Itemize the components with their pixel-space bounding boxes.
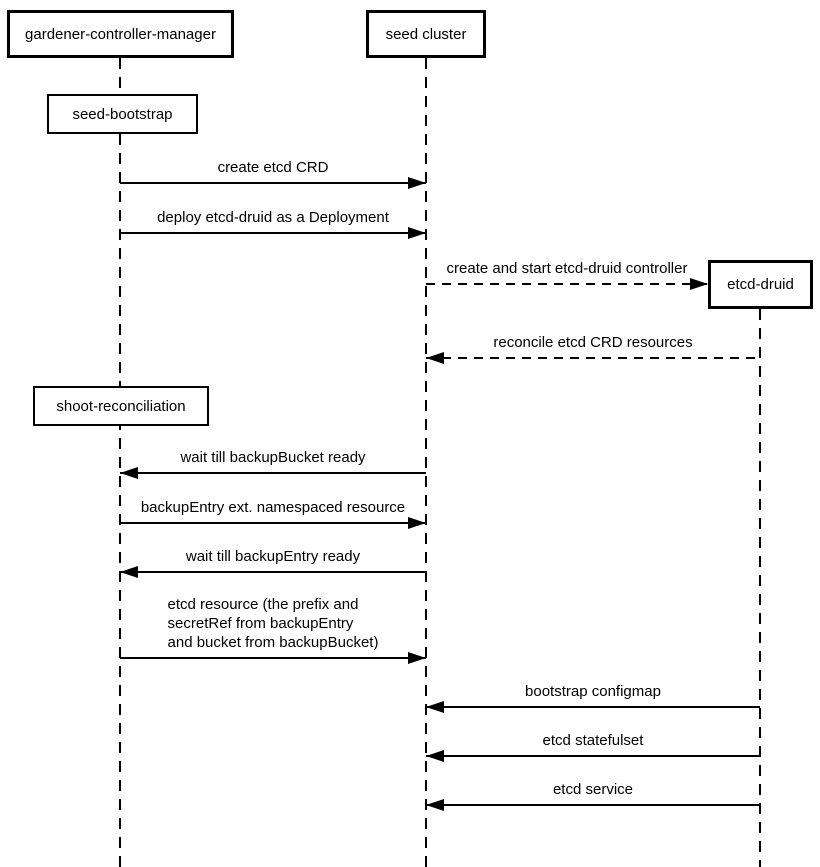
message-label: wait till backupEntry ready: [185, 548, 361, 565]
message-line: [426, 706, 760, 708]
message-line: [120, 571, 426, 573]
message-label: bootstrap configmap: [525, 683, 661, 700]
actor-label: gardener-controller-manager: [25, 25, 216, 43]
arrowhead-right-icon: [408, 177, 426, 189]
actor-label: seed cluster: [385, 25, 467, 43]
arrowhead-right-icon: [408, 517, 426, 529]
message-line: [120, 472, 426, 474]
message-label: etcd resource (the prefix and secretRef …: [167, 596, 379, 651]
arrowhead-right-icon: [408, 227, 426, 239]
message-label: wait till backupBucket ready: [180, 449, 366, 466]
arrowhead-right-icon: [690, 278, 708, 290]
lifeline-etcd-druid: [759, 309, 761, 867]
message-line: [426, 755, 760, 757]
note-shoot-reconciliation: shoot-reconciliation: [33, 386, 209, 426]
arrowhead-left-icon: [426, 750, 444, 762]
message-line: [120, 657, 426, 659]
message-line: [426, 804, 760, 806]
arrowhead-left-icon: [426, 799, 444, 811]
arrowhead-left-icon: [120, 566, 138, 578]
message-label: backupEntry ext. namespaced resource: [140, 499, 406, 516]
arrowhead-left-icon: [120, 467, 138, 479]
message-label: deploy etcd-druid as a Deployment: [157, 209, 389, 226]
message-line: [426, 283, 708, 285]
actor-etcd-druid: etcd-druid: [708, 260, 813, 309]
message-label: etcd statefulset: [542, 732, 644, 749]
lifeline-gardener-controller-manager: [119, 58, 121, 867]
note-seed-bootstrap: seed-bootstrap: [47, 94, 198, 134]
message-line: [120, 232, 426, 234]
actor-gardener-controller-manager: gardener-controller-manager: [7, 10, 234, 58]
actor-label: etcd-druid: [727, 276, 794, 293]
arrowhead-right-icon: [408, 652, 426, 664]
note-label: shoot-reconciliation: [56, 397, 186, 415]
message-label: reconcile etcd CRD resources: [493, 334, 693, 351]
message-line: [120, 182, 426, 184]
actor-seed-cluster: seed cluster: [366, 10, 486, 58]
message-label: create and start etcd-druid controller: [446, 260, 688, 277]
message-label: etcd service: [552, 781, 634, 798]
message-line: [426, 357, 760, 359]
note-label: seed-bootstrap: [72, 105, 173, 123]
lifeline-seed-cluster: [425, 58, 427, 867]
message-label: create etcd CRD: [217, 159, 329, 176]
arrowhead-left-icon: [426, 701, 444, 713]
arrowhead-left-icon: [426, 352, 444, 364]
message-line: [120, 522, 426, 524]
